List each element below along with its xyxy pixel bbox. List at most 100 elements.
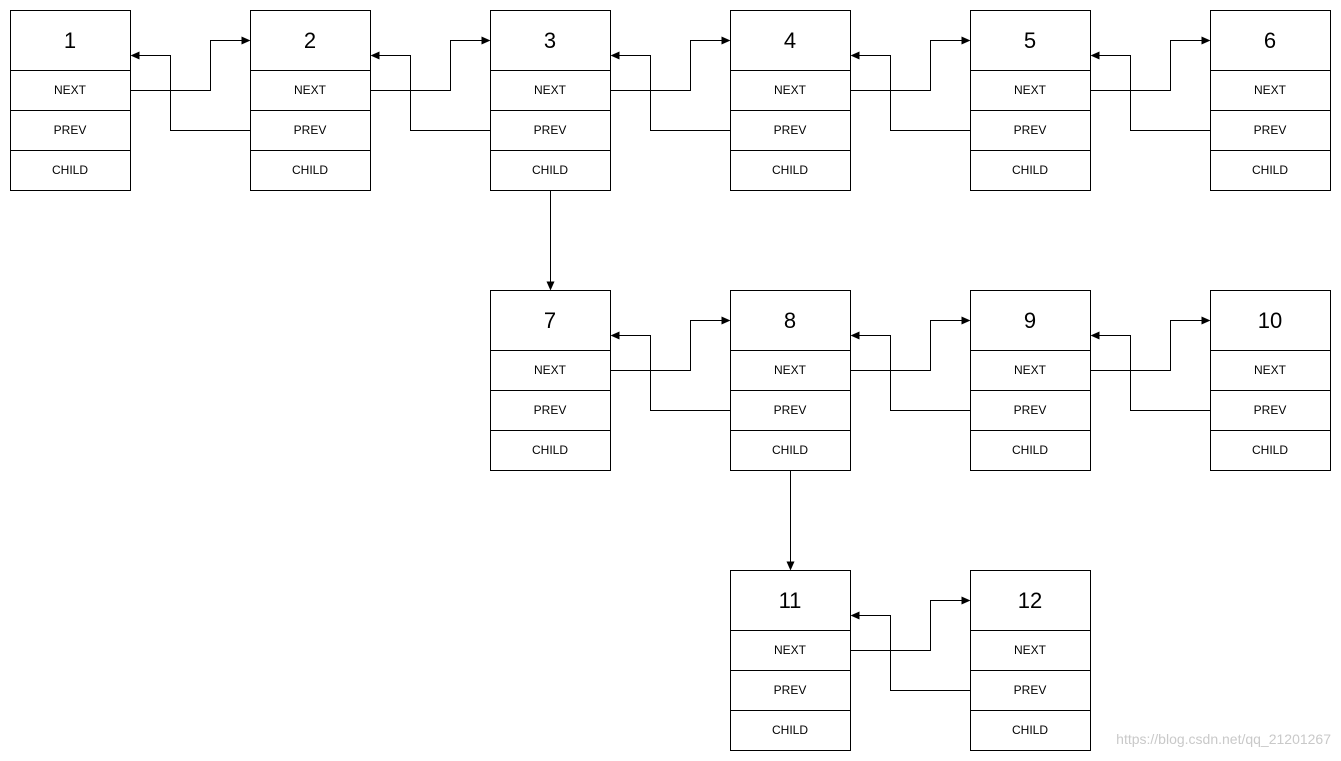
node-field-box-next [490,70,611,111]
next-pointer-5-to-6 [1090,36,1211,91]
node-field-box-next [10,70,131,111]
field-label-child: CHILD [292,163,328,177]
node-header-box [10,10,131,71]
next-pointer-1-to-2 [130,36,251,91]
prev-pointer-3-to-2 [370,51,491,131]
node-field-box-prev [1210,390,1331,431]
prev-pointer-10-to-9 [1090,331,1211,411]
field-label-next: NEXT [774,363,807,377]
node-field-box-next [730,630,851,671]
node-field-box-child [970,710,1091,751]
field-label-prev: PREV [1014,123,1047,137]
field-label-prev: PREV [774,683,807,697]
node-field-box-next [970,350,1091,391]
field-label-child: CHILD [772,723,808,737]
next-pointer-7-to-8 [610,316,731,371]
node-header-box [970,10,1091,71]
next-pointer-3-to-4 [610,36,731,91]
node-field-box-child [730,150,851,191]
node-field-box-prev [490,110,611,151]
prev-pointer-8-to-7 [610,331,731,411]
node-header-box [1210,10,1331,71]
links-layer [130,36,1211,691]
field-label-prev: PREV [1014,683,1047,697]
watermark-text: https://blog.csdn.net/qq_21201267 [1116,731,1331,747]
field-label-child: CHILD [1012,443,1048,457]
node-field-box-child [10,150,131,191]
field-label-prev: PREV [1254,403,1287,417]
field-label-next: NEXT [294,83,327,97]
field-label-child: CHILD [772,443,808,457]
field-label-prev: PREV [1254,123,1287,137]
next-pointer-9-to-10 [1090,316,1211,371]
node-value: 4 [784,28,796,53]
node-value: 5 [1024,28,1036,53]
next-pointer-2-to-3 [370,36,491,91]
field-label-next: NEXT [54,83,87,97]
field-label-next: NEXT [534,83,567,97]
node-value: 12 [1018,588,1042,613]
field-label-child: CHILD [1012,163,1048,177]
field-label-child: CHILD [1252,163,1288,177]
field-label-next: NEXT [774,643,807,657]
field-label-next: NEXT [534,363,567,377]
node-field-box-prev [730,390,851,431]
prev-pointer-2-to-1 [130,51,251,131]
node-field-box-child [730,430,851,471]
field-label-prev: PREV [1014,403,1047,417]
field-label-next: NEXT [1014,363,1047,377]
next-pointer-4-to-5 [850,36,971,91]
prev-pointer-6-to-5 [1090,51,1211,131]
node-value: 2 [304,28,316,53]
node-value: 7 [544,308,556,333]
node-value: 11 [779,588,802,613]
node-value: 1 [64,28,76,53]
field-label-child: CHILD [532,163,568,177]
node-field-box-prev [730,110,851,151]
field-label-child: CHILD [532,443,568,457]
prev-pointer-9-to-8 [850,331,971,411]
prev-pointer-5-to-4 [850,51,971,131]
node-header-box [730,290,851,351]
node-header-box [730,10,851,71]
node-header-box [970,290,1091,351]
node-field-box-child [970,430,1091,471]
field-label-child: CHILD [772,163,808,177]
node-value: 3 [544,28,556,53]
field-label-next: NEXT [1254,363,1287,377]
field-label-prev: PREV [774,123,807,137]
node-field-box-child [490,430,611,471]
prev-pointer-12-to-11 [850,611,971,691]
prev-pointer-4-to-3 [610,51,731,131]
field-label-prev: PREV [534,403,567,417]
node-header-box [490,10,611,71]
next-pointer-11-to-12 [850,596,971,651]
node-field-box-child [730,710,851,751]
node-field-box-child [1210,430,1331,471]
field-label-next: NEXT [1014,83,1047,97]
node-field-box-prev [970,390,1091,431]
node-value: 6 [1264,28,1276,53]
node-value: 9 [1024,308,1036,333]
field-label-prev: PREV [294,123,327,137]
field-label-child: CHILD [1252,443,1288,457]
node-field-box-child [490,150,611,191]
node-field-box-next [730,70,851,111]
field-label-prev: PREV [534,123,567,137]
node-field-box-next [970,70,1091,111]
node-field-box-child [970,150,1091,191]
node-field-box-prev [730,670,851,711]
field-label-next: NEXT [774,83,807,97]
node-field-box-prev [250,110,371,151]
field-label-child: CHILD [52,163,88,177]
